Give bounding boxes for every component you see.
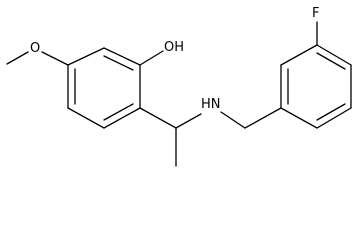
ring-double-bond [103,55,134,71]
ring-double-bond [103,103,134,121]
ring-bond [103,47,141,66]
fluorophenyl-ring [280,44,352,129]
phenol-ring [67,47,141,129]
carbon-nitrogen-bond [175,113,202,129]
ring-bond [103,107,141,129]
ring-double-bond [316,103,346,121]
amine-label: HN [201,97,221,112]
ring-double-bond [316,52,346,70]
methoxy-ring-bond [41,51,69,66]
methylene-ring-bond [244,107,282,129]
hydroxyl-bond [139,50,164,66]
benzylic-bond [139,107,177,129]
ring-bond [67,107,105,129]
ring-bond [280,44,318,66]
fluorine-label: F [312,6,319,21]
chemical-structure-diagram: OH O HN F [6,6,352,167]
ring-bond [316,107,352,129]
ring-bond [316,44,352,66]
ring-bond [280,107,318,129]
methoxy-oxygen-label: O [30,41,40,56]
hydroxyl-label: OH [164,40,184,55]
methoxy-methyl-bond [6,51,29,65]
nitrogen-methylene-bond [220,111,246,129]
ring-bond [67,47,105,66]
